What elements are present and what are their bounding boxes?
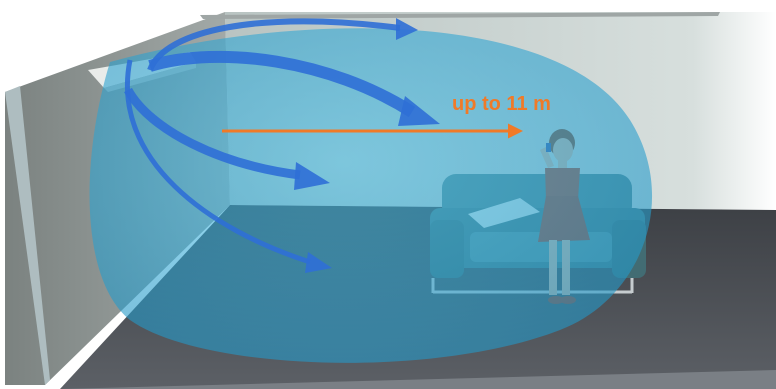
coverage-zone [90, 28, 653, 363]
distance-label: up to 11 m [452, 93, 551, 115]
